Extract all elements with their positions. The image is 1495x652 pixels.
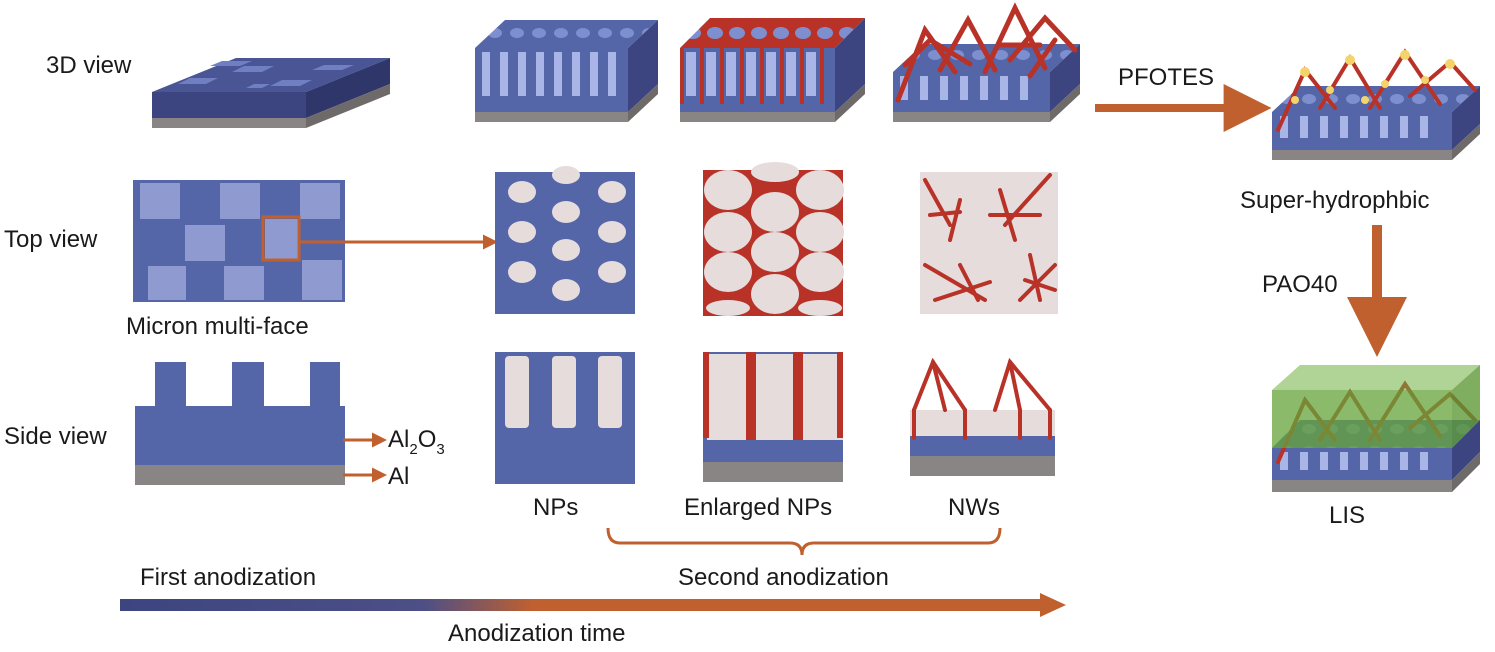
top-micron	[133, 180, 345, 302]
row-label-side-view: Side view	[4, 423, 107, 450]
top-enlarged	[703, 162, 844, 316]
block-3d-nws	[893, 2, 1080, 122]
block-3d-nps	[475, 20, 658, 122]
row-label-top-view: Top view	[4, 226, 98, 253]
side-nws	[910, 357, 1055, 476]
label-lis: LIS	[1329, 502, 1366, 529]
block-3d-enlarged	[680, 18, 865, 122]
side-nps	[495, 352, 635, 484]
block-3d-superhydrophobic	[1272, 48, 1480, 160]
anodization-time-arrowhead	[1040, 593, 1066, 617]
label-super-hydrophobic: Super-hydrophbic	[1240, 187, 1430, 214]
label-al: Al	[388, 463, 410, 490]
second-anodization-bracket	[606, 527, 1002, 556]
label-nws: NWs	[948, 494, 1000, 521]
block-3d-micron	[152, 58, 390, 128]
label-pao40: PAO40	[1262, 271, 1338, 298]
top-nws	[920, 172, 1058, 314]
label-enlarged-nps: Enlarged NPs	[684, 494, 833, 521]
side-enlarged	[703, 352, 843, 482]
top-nps	[495, 166, 635, 314]
label-nps: NPs	[533, 494, 579, 521]
label-micron-multi-face: Micron multi-face	[126, 313, 309, 340]
anodization-time-bar	[120, 599, 1040, 611]
side-micron	[135, 362, 345, 485]
block-3d-lis	[1272, 365, 1480, 492]
label-pfotes: PFOTES	[1118, 64, 1215, 91]
label-second-anodization: Second anodization	[678, 564, 889, 591]
label-anodization-time: Anodization time	[448, 620, 626, 647]
label-first-anodization: First anodization	[140, 564, 317, 591]
row-label-3d-view: 3D view	[46, 52, 132, 79]
label-al2o3: Al2O3	[388, 426, 445, 458]
